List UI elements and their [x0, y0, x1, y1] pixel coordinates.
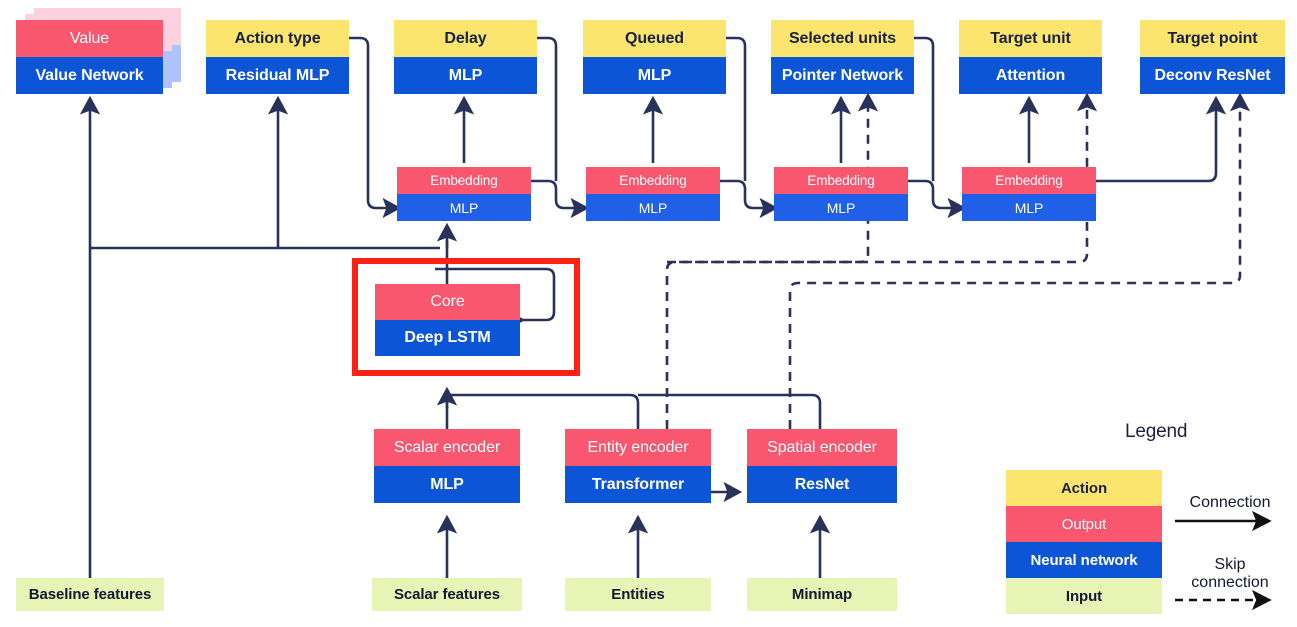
input-baseline-features-label: Baseline features — [16, 578, 164, 611]
head-value-network-label: Value Network — [16, 57, 163, 94]
head-target-point[interactable]: Target point Deconv ResNet — [1140, 20, 1285, 94]
head-action-type-network-label: Residual MLP — [206, 57, 349, 94]
legend-connection-label: Connection — [1189, 494, 1271, 511]
embedding-1-network-label: MLP — [397, 194, 531, 221]
embedding-1-output-label: Embedding — [397, 167, 531, 194]
embedding-4-network-label: MLP — [962, 194, 1096, 221]
input-scalar-features-label: Scalar features — [372, 578, 522, 611]
encoder-scalar[interactable]: Scalar encoder MLP — [374, 429, 520, 503]
legend-title: Legend — [1125, 421, 1188, 442]
head-target-unit[interactable]: Target unit Attention — [959, 20, 1102, 94]
core-output-label: Core — [375, 284, 520, 320]
head-selected-units-network-label: Pointer Network — [771, 57, 914, 94]
head-action-type[interactable]: Action type Residual MLP — [206, 20, 349, 94]
input-scalar-features[interactable]: Scalar features — [372, 578, 522, 611]
encoder-scalar-network-label: MLP — [374, 466, 520, 503]
encoder-spatial-network-label: ResNet — [747, 466, 897, 503]
legend-swatch-action: Action — [1006, 470, 1162, 506]
head-value[interactable]: Value Value Network — [16, 20, 163, 94]
legend-swatch-neural-network: Neural network — [1006, 542, 1162, 578]
head-delay-network-label: MLP — [394, 57, 537, 94]
head-target-point-action-label: Target point — [1140, 20, 1285, 57]
encoder-scalar-output-label: Scalar encoder — [374, 429, 520, 466]
legend-skip-connection-label: Skip connection — [1191, 556, 1269, 592]
embedding-block-4[interactable]: Embedding MLP — [962, 167, 1096, 221]
embedding-2-output-label: Embedding — [586, 167, 720, 194]
head-delay-action-label: Delay — [394, 20, 537, 57]
embedding-3-network-label: MLP — [774, 194, 908, 221]
head-target-unit-network-label: Attention — [959, 57, 1102, 94]
head-queued-action-label: Queued — [583, 20, 726, 57]
embedding-3-output-label: Embedding — [774, 167, 908, 194]
core-highlight-frame — [352, 258, 580, 376]
head-value-action-label: Value — [16, 20, 163, 57]
input-minimap-label: Minimap — [747, 578, 897, 611]
embedding-block-2[interactable]: Embedding MLP — [586, 167, 720, 221]
embedding-block-3[interactable]: Embedding MLP — [774, 167, 908, 221]
head-queued-network-label: MLP — [583, 57, 726, 94]
encoder-spatial[interactable]: Spatial encoder ResNet — [747, 429, 897, 503]
core-network-label: Deep LSTM — [375, 320, 520, 356]
legend-swatch-output: Output — [1006, 506, 1162, 542]
encoder-entity-output-label: Entity encoder — [565, 429, 711, 466]
head-selected-units[interactable]: Selected units Pointer Network — [771, 20, 914, 94]
input-entities-label: Entities — [565, 578, 711, 611]
head-queued[interactable]: Queued MLP — [583, 20, 726, 94]
encoder-spatial-output-label: Spatial encoder — [747, 429, 897, 466]
legend-swatch-stack: Action Output Neural network Input — [1006, 470, 1162, 614]
head-delay[interactable]: Delay MLP — [394, 20, 537, 94]
input-baseline-features[interactable]: Baseline features — [16, 578, 164, 611]
encoder-entity-network-label: Transformer — [565, 466, 711, 503]
legend-swatch-input: Input — [1006, 578, 1162, 614]
input-entities[interactable]: Entities — [565, 578, 711, 611]
encoder-entity[interactable]: Entity encoder Transformer — [565, 429, 711, 503]
input-minimap[interactable]: Minimap — [747, 578, 897, 611]
embedding-2-network-label: MLP — [586, 194, 720, 221]
embedding-block-1[interactable]: Embedding MLP — [397, 167, 531, 221]
head-action-type-action-label: Action type — [206, 20, 349, 57]
embedding-4-output-label: Embedding — [962, 167, 1096, 194]
head-target-unit-action-label: Target unit — [959, 20, 1102, 57]
head-target-point-network-label: Deconv ResNet — [1140, 57, 1285, 94]
head-selected-units-action-label: Selected units — [771, 20, 914, 57]
core-block[interactable]: Core Deep LSTM — [375, 284, 520, 356]
